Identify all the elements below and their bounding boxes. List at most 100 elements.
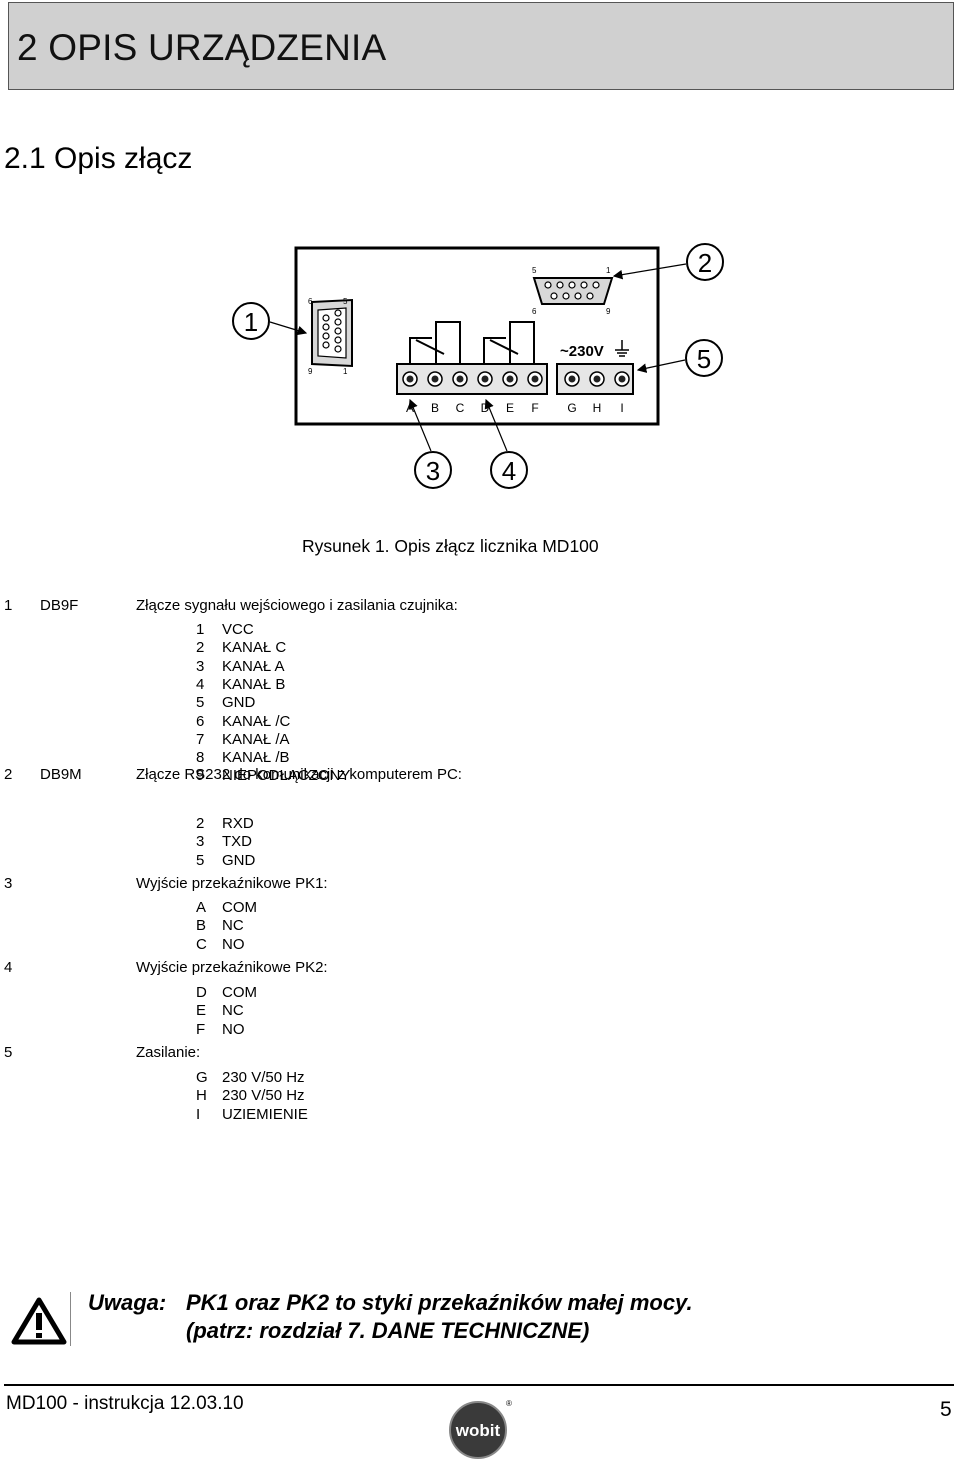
connector-number: 4: [4, 959, 13, 976]
callout-3: 3: [408, 398, 452, 489]
connector-description: Złącze sygnału wejściowego i zasilania c…: [136, 597, 458, 614]
pin-value: NC: [222, 917, 244, 935]
connector-row-5: 5 Zasilanie:: [0, 1044, 960, 1062]
callout-5-label: 5: [697, 344, 711, 374]
connector-number: 2: [4, 766, 13, 783]
db9f-pin-bottom-right: 1: [343, 367, 348, 376]
connector-code: DB9F: [40, 597, 79, 614]
pin-key: I: [196, 1105, 201, 1123]
pin-key: 8: [196, 749, 205, 767]
pin-value: COM: [222, 899, 257, 916]
terminal-screw-b: [427, 371, 443, 387]
connector-number: 1: [4, 597, 13, 614]
terminal-screw-a: [402, 371, 418, 387]
pin-key: A: [196, 899, 207, 916]
terminal-screw-d: [477, 371, 493, 387]
pin-value: 230 V/50 Hz: [222, 1087, 305, 1105]
warning-icon: [11, 1297, 67, 1345]
ground-icon: [615, 340, 629, 357]
callout-2-label: 2: [698, 248, 712, 278]
terminal-label-e: E: [506, 401, 514, 415]
db9f-pin-bottom-left: 9: [308, 367, 313, 376]
pin-value: NO: [222, 935, 245, 953]
figure-caption: Rysunek 1. Opis złącz licznika MD100: [302, 536, 599, 556]
pin-key: F: [196, 1020, 206, 1038]
note-line-2: (patrz: rozdział 7. DANE TECHNICZNE): [186, 1318, 590, 1343]
pin-row: B NC: [196, 917, 496, 935]
pin-value: KANAŁ /C: [222, 712, 291, 730]
terminal-label-f: F: [531, 401, 538, 415]
db9m-pin-top-right: 1: [606, 266, 611, 275]
pin-row: C NO: [196, 936, 496, 954]
pin-key: 7: [196, 730, 205, 748]
pin-key: C: [196, 935, 207, 953]
db9f-connector: 6 5 9 1: [308, 297, 353, 376]
pin-key: 4: [196, 675, 205, 693]
pin-key: 2: [196, 815, 205, 832]
chapter-title: 2 OPIS URZĄDZENIA: [17, 27, 387, 68]
pin-row: I UZIEMIENIE: [196, 1106, 496, 1124]
connector-number: 3: [4, 875, 13, 892]
pin-key: 5: [196, 851, 205, 869]
pin-key: E: [196, 1002, 207, 1020]
callout-1: 1: [232, 302, 308, 340]
db9f-pin-top-left: 6: [308, 297, 313, 306]
connector-number: 5: [4, 1044, 13, 1061]
pin-key: B: [196, 917, 207, 935]
pin-row: 4 KANAŁ B: [196, 676, 496, 694]
registered-mark: ®: [506, 1399, 512, 1408]
connector-row-1: 1 DB9F Złącze sygnału wejściowego i zasila…: [0, 597, 960, 615]
terminal-screw-c: [452, 371, 468, 387]
page-number: 5: [940, 1398, 952, 1421]
db9m-pin-top-left: 5: [532, 266, 537, 275]
terminal-screw-g: [564, 371, 580, 387]
pin-value: TXD: [222, 833, 252, 851]
pin-value: KANAŁ /B: [222, 749, 290, 767]
terminal-label-h: H: [593, 401, 602, 415]
connector-description: Złącze RS232 do komunikacji z komputerem…: [136, 766, 462, 783]
terminal-label-g: G: [567, 401, 576, 415]
terminal-label-c: C: [456, 401, 465, 415]
logo-text: wobit: [455, 1421, 501, 1440]
terminal-label-d: D: [481, 401, 490, 415]
db9m-pin-bottom-left: 6: [532, 307, 537, 316]
pin-key: 3: [196, 657, 205, 675]
pin-key: 5: [196, 694, 205, 712]
pin-value: VCC: [222, 621, 254, 638]
pin-row: F NO: [196, 1021, 496, 1039]
db9f-pin-top-right: 5: [343, 297, 348, 306]
connector-description: Zasilanie:: [136, 1044, 201, 1061]
pin-value: NC: [222, 1002, 244, 1020]
pin-key: H: [196, 1087, 207, 1105]
pin-value: GND: [222, 694, 256, 712]
pin-value: UZIEMIENIE: [222, 1105, 308, 1123]
callout-5: 5: [636, 339, 723, 377]
note-line-1: PK1 oraz PK2 to styki przekaźników małej…: [186, 1290, 693, 1315]
wobit-logo: wobit ®: [449, 1399, 512, 1459]
pin-row: 8 KANAŁ /B: [196, 749, 496, 767]
terminal-block-relays: [396, 363, 548, 395]
callout-4: 4: [484, 398, 528, 489]
pin-value: KANAŁ /A: [222, 730, 290, 748]
pin-value: GND: [222, 851, 256, 869]
pin-value: KANAŁ B: [222, 675, 286, 693]
db9m-connector: 5 1 6 9: [532, 266, 614, 316]
terminal-screw-i: [614, 371, 630, 387]
callout-2: 2: [612, 243, 724, 281]
pin-value: KANAŁ A: [222, 657, 285, 675]
pin-key: D: [196, 984, 207, 1001]
pin-value: NO: [222, 1020, 245, 1038]
terminal-screw-h: [589, 371, 605, 387]
pin-key: G: [196, 1069, 208, 1086]
pin-value: KANAŁ C: [222, 639, 287, 657]
